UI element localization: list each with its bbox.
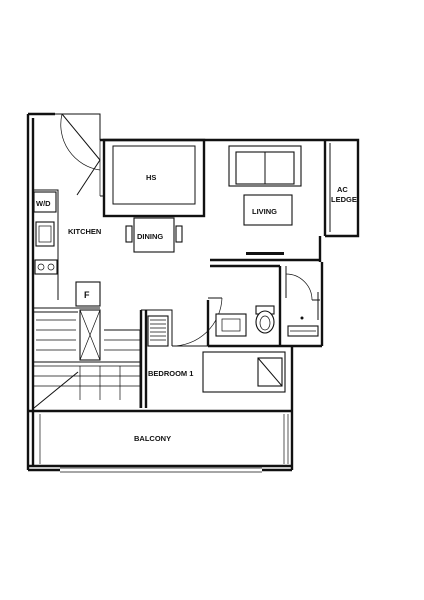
washer-dryer-label: W/D [36, 199, 51, 208]
household-shelter: HS [102, 138, 206, 218]
dining-table: DINING [125, 217, 183, 253]
bedroom-label: BEDROOM 1 [148, 369, 193, 378]
wardrobe [147, 315, 169, 347]
balcony-label: BALCONY [134, 434, 171, 443]
kitchen-label: KITCHEN [68, 227, 101, 236]
fridge-label: F [84, 290, 90, 300]
kitchen-counter: W/D KITCHEN [33, 189, 101, 300]
living-furniture: LIVING [228, 145, 302, 255]
fridge: F [75, 281, 101, 307]
hs-label: HS [146, 173, 156, 182]
bathroom [215, 266, 320, 337]
bedroom-walls [139, 258, 320, 408]
dining-label: DINING [137, 232, 163, 241]
exterior-walls [26, 112, 360, 472]
ac-ledge-label-line2: LEDGE [331, 195, 357, 204]
balcony-railing [39, 414, 289, 473]
ac-ledge: AC LEDGE [331, 185, 357, 204]
service-shaft [33, 307, 141, 409]
entrance-door [55, 113, 105, 197]
bed: BEDROOM 1 [148, 351, 286, 393]
ac-ledge-label-line1: AC [337, 185, 348, 194]
living-label: LIVING [252, 207, 277, 216]
